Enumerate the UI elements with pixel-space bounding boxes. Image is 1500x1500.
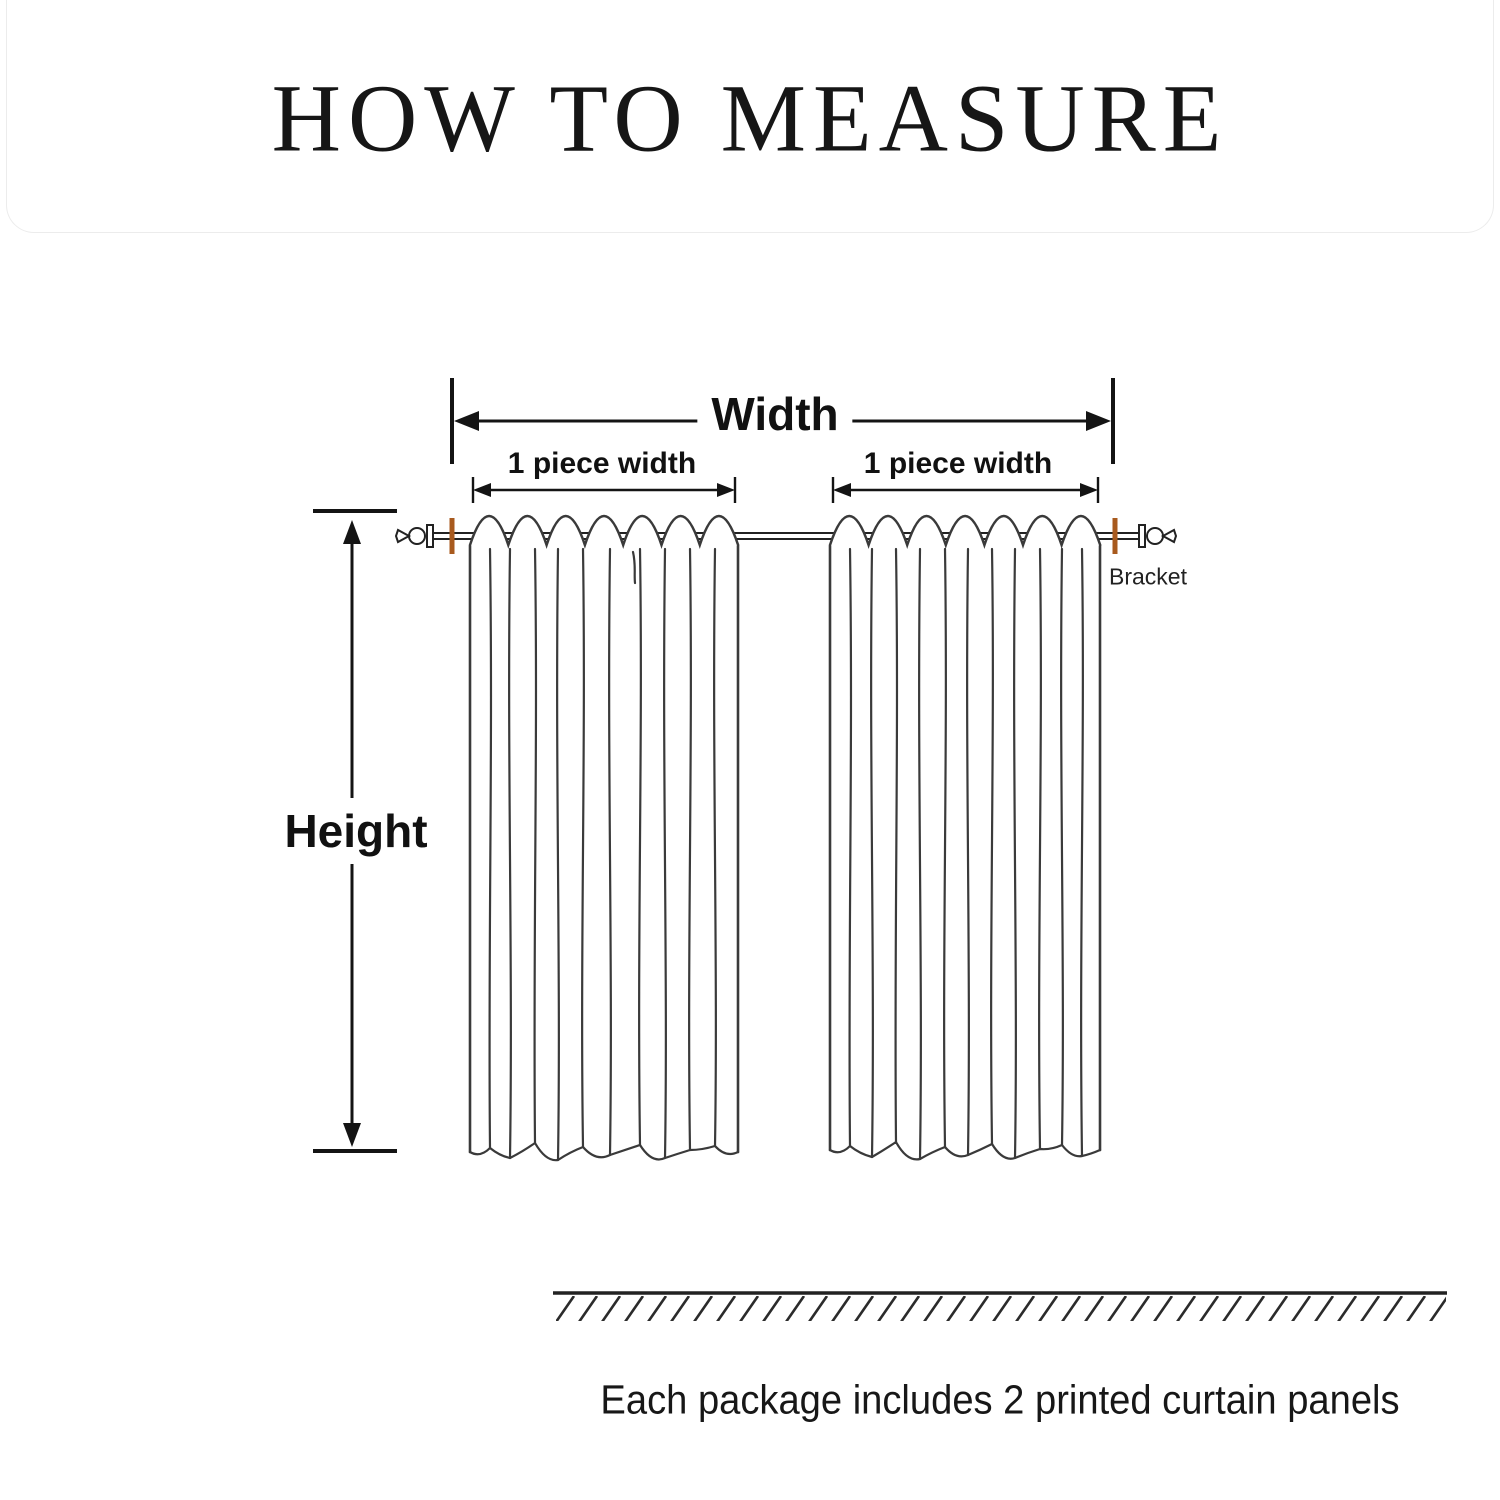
piece-width-label-right: 1 piece width [863,447,1053,480]
ground-hatching [556,1296,1446,1321]
piece-width-arrow-right [831,477,1100,503]
page-title: HOW TO MEASURE [271,64,1229,172]
curtain-panel-right [828,514,1102,1161]
curtain-panel-left [468,514,740,1162]
package-caption-text: Each package includes 2 printed curtain … [600,1376,1400,1423]
piece-width-label-left: 1 piece width [507,447,697,480]
bracket-label: Bracket [1109,563,1187,590]
rod-finial-right [1138,524,1178,548]
package-caption: Each package includes 2 printed curtain … [570,1377,1429,1424]
height-label: Height [274,798,438,864]
width-label: Width [697,387,853,441]
piece-width-arrow-left [471,477,737,503]
card-edge [6,0,1494,233]
rod-finial-left [394,524,434,548]
